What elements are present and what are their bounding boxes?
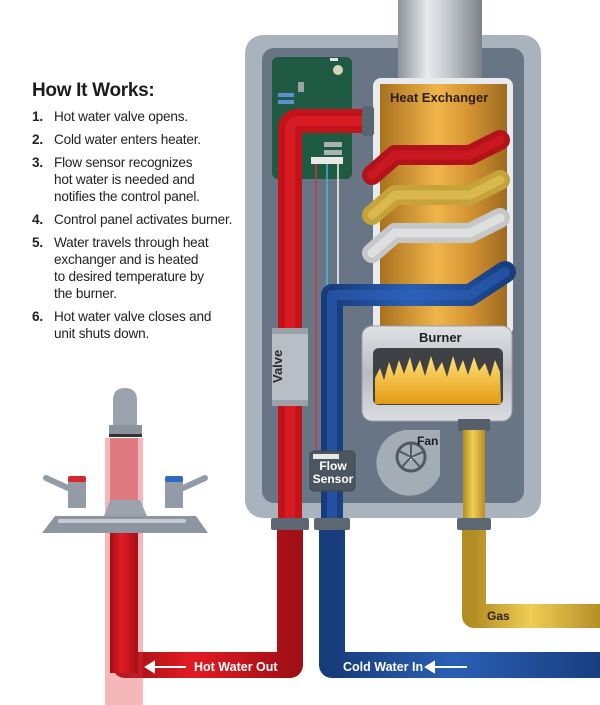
step-text: Hot water valve opens. <box>54 109 188 124</box>
flow-sensor-label: Flow Sensor <box>310 460 356 486</box>
flow-sensor-label-line2: Sensor <box>312 472 354 486</box>
valve <box>272 328 308 406</box>
hot-water-arrow <box>144 660 186 674</box>
step-text: Cold water enters heater. <box>54 132 201 147</box>
gas-fitting-inner <box>458 419 490 431</box>
cold-fitting <box>314 518 350 530</box>
step-number: 3. <box>32 155 43 170</box>
step-2: 2. Cold water enters heater. <box>32 131 262 148</box>
step-number: 6. <box>32 309 43 324</box>
step-number: 5. <box>32 235 43 250</box>
burner <box>361 325 513 422</box>
how-it-works-panel: How It Works: 1. Hot water valve opens. 2… <box>32 80 262 348</box>
hot-water-out-pipe <box>112 530 303 678</box>
step-6: 6. Hot water valve closes and unit shuts d… <box>32 308 262 342</box>
step-number: 1. <box>32 109 43 124</box>
step-text: Water travels through heat exchanger and … <box>54 234 262 302</box>
panel-title: How It Works: <box>32 80 155 101</box>
flow-sensor-label-line1: Flow <box>319 459 347 473</box>
flames <box>375 356 501 404</box>
step-line: Hot water valve closes and <box>54 309 212 324</box>
cold-water-arrow <box>424 660 467 674</box>
step-line: notifies the control panel. <box>54 189 200 204</box>
step-line: Flow sensor recognizes <box>54 155 193 170</box>
gas-pipe-inner <box>463 430 485 520</box>
heat-exchanger-outlet-fitting <box>362 106 374 136</box>
cold-water-in-label: Cold Water In <box>343 660 424 674</box>
step-3: 3. Flow sensor recognizes hot water is nee… <box>32 154 262 205</box>
step-line: the burner. <box>54 286 117 301</box>
step-4: 4. Control panel activates burner. <box>32 211 262 228</box>
step-5: 5. Water travels through heat exchanger an… <box>32 234 262 302</box>
flow-sensor <box>309 450 356 492</box>
hot-water-out-label: Hot Water Out <box>194 660 278 674</box>
step-line: unit shuts down. <box>54 326 150 341</box>
gas-label: Gas <box>487 609 510 623</box>
step-line: Water travels through heat <box>54 235 209 250</box>
gas-fitting <box>457 518 491 530</box>
step-text: Flow sensor recognizes hot water is neede… <box>54 154 262 205</box>
step-number: 4. <box>32 212 43 227</box>
step-number: 2. <box>32 132 43 147</box>
step-line: to desired temperature by <box>54 269 204 284</box>
valve-label: Valve <box>270 349 285 383</box>
burner-label: Burner <box>419 330 462 345</box>
heat-exchanger-label: Heat Exchanger <box>390 90 489 105</box>
fan <box>376 430 440 496</box>
step-text: Hot water valve closes and unit shuts dow… <box>54 308 262 342</box>
step-text: Control panel activates burner. <box>54 212 233 227</box>
fan-label: Fan <box>417 434 439 448</box>
faucet <box>42 388 208 705</box>
hot-fitting <box>271 518 309 530</box>
step-line: hot water is needed and <box>54 172 195 187</box>
step-line: exchanger and is heated <box>54 252 199 267</box>
gas-pipe <box>462 530 600 628</box>
step-1: 1. Hot water valve opens. <box>32 108 262 125</box>
